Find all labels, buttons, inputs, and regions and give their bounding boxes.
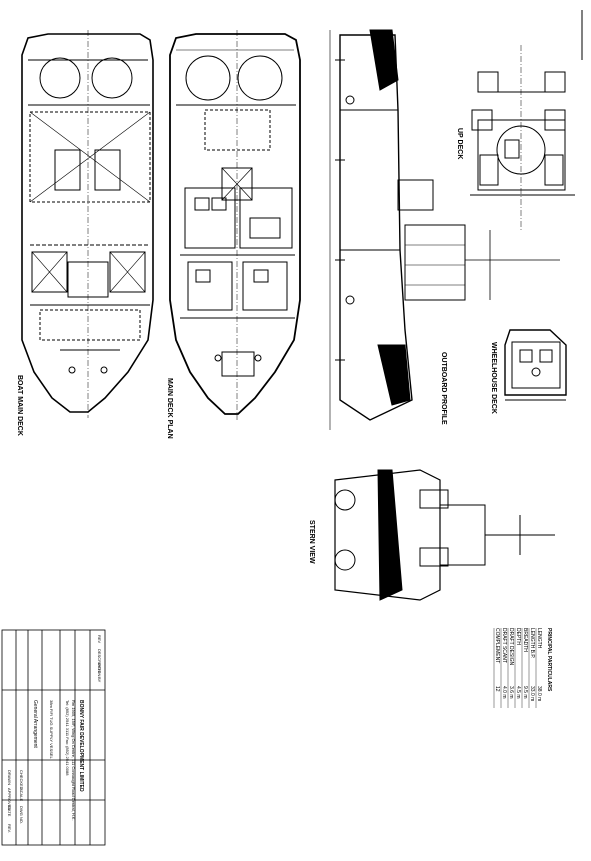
boat-main-deck-label: BOAT MAIN DECK [16, 375, 23, 436]
title-address-1: Rm 1905, 19/F, Wing On Centre, 111 Conna… [71, 700, 76, 821]
revision-header-cell: DESCRIPTION [97, 649, 102, 676]
particulars-label: DEPTH [515, 628, 521, 645]
title-block [1, 629, 106, 846]
particulars-value: 33.0 m [529, 686, 535, 701]
title-fields: DRAWN CHECKED APPROVED SCALE DATE DWG NO. REV. [7, 770, 24, 833]
title-field-label: SCALE [19, 788, 24, 801]
title-field-label: CHECKED [19, 770, 24, 790]
title-company: BONNY FAIR DEVELOPMENT LIMITED [78, 700, 84, 792]
particulars-value: 12 [494, 686, 500, 692]
particulars-label: DRAFT DESIGN [508, 628, 514, 666]
main-deck-plan [169, 30, 301, 420]
particulars-rows: LENGTH 38.0 m LENGTH B.P. 33.0 m BREADTH 9.5 … [493, 628, 542, 708]
title-drawing-title: General Arrangement [32, 700, 38, 748]
stern-view [334, 469, 555, 601]
revision-header-cell: DATE [97, 663, 102, 674]
up-deck-plan [470, 45, 575, 230]
particulars-label: DRAFT SCANT [501, 628, 507, 663]
particulars-value: 9.5 m [522, 686, 528, 699]
up-deck-label: UP DECK [456, 128, 463, 159]
particulars-value: 4.0 m [501, 686, 507, 699]
particulars-value: 3.6 m [508, 686, 514, 699]
outboard-profile [329, 29, 560, 430]
wheelhouse-deck-plan [504, 329, 567, 401]
title-project: 38m FIFI TUG SUPPLY VESSEL [49, 700, 54, 759]
particulars-heading: PRINCIPAL PARTICULARS [546, 628, 552, 692]
revision-header-cell: REV [97, 635, 102, 644]
title-address-2: Tel: (852) 2541 3111 Fax: (852) 2541 008… [65, 700, 70, 776]
outboard-profile-label: OUTBOARD PROFILE [440, 352, 447, 425]
title-field-label: DATE [7, 806, 12, 817]
revision-header-cell: BY [97, 677, 102, 683]
particulars-value: 38.0 m [536, 686, 542, 701]
particulars-label: BREADTH [522, 628, 528, 652]
particulars-value: 4.5 m [515, 686, 521, 699]
boat-main-deck-plan [21, 30, 154, 418]
particulars-label: LENGTH B.P. [529, 628, 535, 658]
particulars-label: COMPLEMENT [494, 628, 500, 663]
title-field-label: APPROVED [7, 788, 12, 810]
wheelhouse-deck-label: WHEELHOUSE DECK [490, 342, 497, 414]
title-field-label: DRAWN [7, 770, 12, 785]
particulars-label: LENGTH [536, 628, 542, 649]
main-deck-plan-label: MAIN DECK PLAN [166, 378, 173, 439]
title-field-label: DWG NO. [19, 806, 24, 824]
stern-view-label: STERN VIEW [308, 520, 315, 564]
title-field-label: REV. [7, 824, 12, 833]
